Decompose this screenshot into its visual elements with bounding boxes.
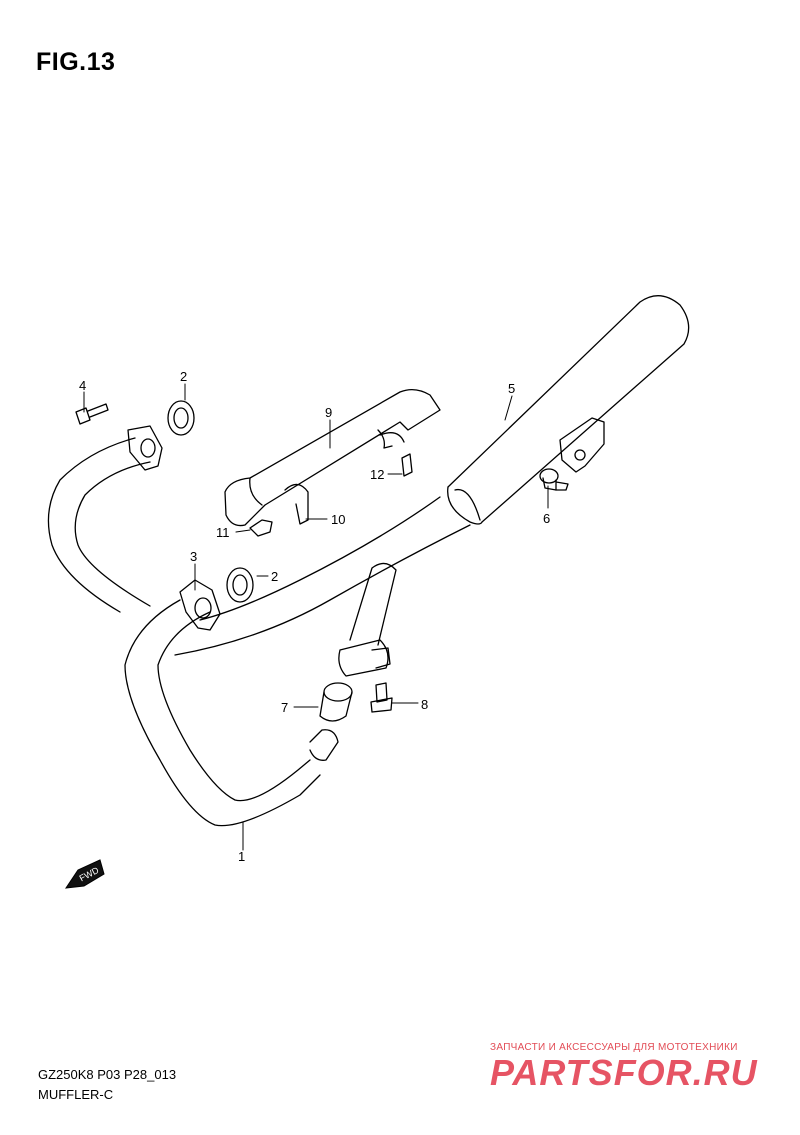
callout-4: 4 <box>79 378 86 393</box>
connector-pipe <box>338 562 397 677</box>
callout-8: 8 <box>421 697 428 712</box>
sleeve-part-7 <box>319 682 353 722</box>
watermark-logo: PARTSFOR.RU <box>490 1052 758 1093</box>
callout-5: 5 <box>508 381 515 396</box>
bolt-part-11 <box>249 519 273 537</box>
callout-6: 6 <box>543 511 550 526</box>
gasket-part-2-upper <box>167 400 195 436</box>
muffler-part-5 <box>174 295 690 656</box>
rear-exhaust-pipe <box>47 425 163 613</box>
callout-1: 1 <box>238 849 245 864</box>
callout-3: 3 <box>190 549 197 564</box>
bolt-part-4 <box>75 403 109 425</box>
watermark-caption: ЗАПЧАСТИ И АКСЕССУАРЫ ДЛЯ МОТОТЕХНИКИ <box>490 1042 738 1053</box>
bolt-part-6 <box>539 468 569 491</box>
fwd-arrow-icon: FWD <box>64 859 105 889</box>
callout-11: 11 <box>216 525 230 540</box>
callout-2-upper: 2 <box>180 369 187 384</box>
callout-10: 10 <box>331 512 345 527</box>
heat-shield-part-9 <box>224 388 441 527</box>
figure-title: FIG.13 <box>36 48 116 76</box>
front-exhaust-pipe-part-1 <box>124 579 339 827</box>
diagram-code: GZ250K8 P03 P28_013 <box>38 1067 177 1082</box>
diagram-name: MUFFLER-C <box>38 1087 114 1102</box>
callout-12: 12 <box>370 467 384 482</box>
bolt-part-12 <box>401 453 413 477</box>
bolt-part-8 <box>370 682 393 713</box>
callout-2-lower: 2 <box>271 569 278 584</box>
gasket-part-2-lower <box>226 567 254 603</box>
callout-7: 7 <box>281 700 288 715</box>
leader-lines <box>83 383 549 851</box>
callout-numbers: 1 2 2 3 4 5 6 7 8 9 10 11 12 <box>79 369 550 864</box>
callout-9: 9 <box>325 405 332 420</box>
